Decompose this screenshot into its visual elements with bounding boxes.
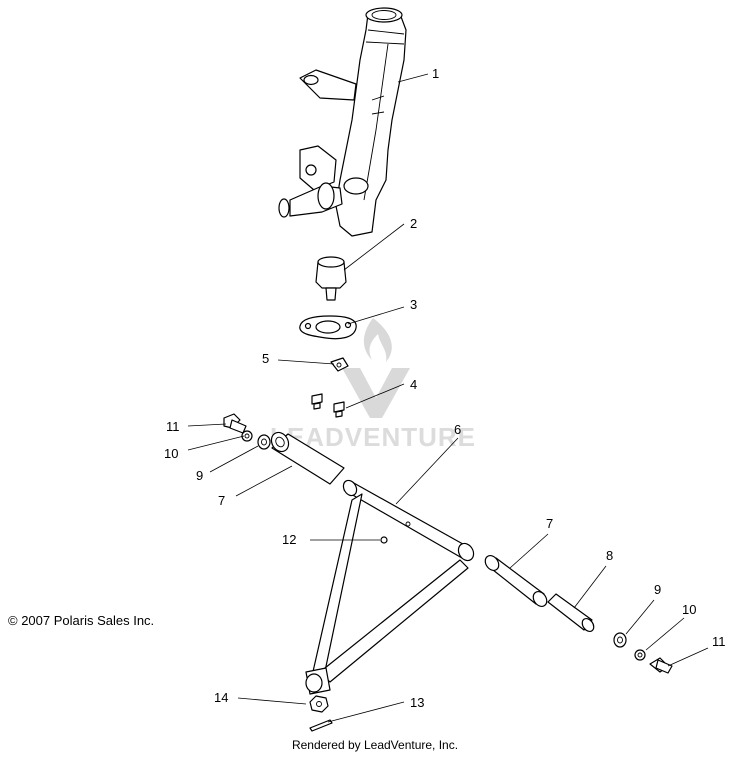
washer-right-small: [634, 649, 646, 661]
callout-3: 3: [410, 297, 417, 312]
washer-right-large: [613, 632, 627, 648]
bolt-left: [223, 413, 247, 434]
callout-6: 6: [454, 422, 461, 437]
callout-labels: 1 2 3 4 5 6 7 7 8 9 9 10 10 11 11 12 13 …: [164, 66, 726, 710]
callout-8: 8: [606, 548, 613, 563]
sleeve-right: [547, 593, 595, 633]
a-arm: [305, 479, 475, 695]
washer-left-small: [241, 430, 253, 442]
callout-7-right: 7: [546, 516, 553, 531]
callout-12: 12: [282, 532, 296, 547]
callout-7-left: 7: [218, 493, 225, 508]
watermark-logo: LEADVENTURE: [270, 318, 475, 452]
callout-1: 1: [432, 66, 439, 81]
callout-9-left: 9: [196, 468, 203, 483]
callout-11-left: 11: [166, 419, 180, 434]
castle-nut: [309, 695, 329, 713]
callout-2: 2: [410, 216, 417, 231]
callout-11-right: 11: [712, 634, 726, 649]
copyright-notice: © 2007 Polaris Sales Inc.: [8, 613, 155, 628]
callout-13: 13: [410, 695, 424, 710]
steering-knuckle: [278, 7, 407, 237]
footer-credit: Rendered by LeadVenture, Inc.: [291, 738, 459, 752]
washer-left-large: [257, 434, 271, 450]
ball-joint: [315, 256, 347, 301]
callout-9-right: 9: [654, 582, 661, 597]
cotter-pin: [309, 719, 333, 732]
retaining-clip: [330, 357, 349, 372]
leader-lines: [187, 73, 709, 723]
bushing-right: [484, 554, 548, 608]
screws: [311, 393, 345, 418]
callout-14: 14: [214, 690, 228, 705]
ball-joint-plate: [299, 315, 357, 340]
callout-5: 5: [262, 351, 269, 366]
bushing-left: [270, 431, 345, 485]
callout-10-left: 10: [164, 446, 178, 461]
callout-10-right: 10: [682, 602, 696, 617]
grease-fitting: [380, 536, 388, 544]
callout-4: 4: [410, 377, 417, 392]
